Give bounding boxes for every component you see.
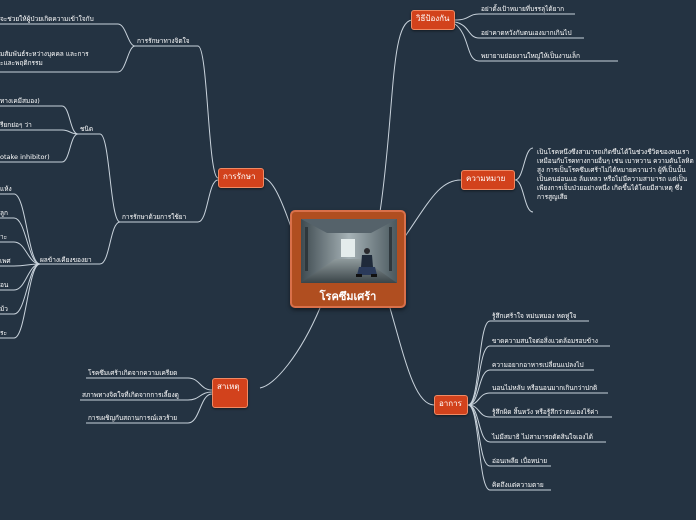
topic-treatment-label: การรักษา <box>223 172 256 181</box>
link-treatment <box>263 177 293 231</box>
side-effect-item[interactable]: ม้ว <box>0 305 8 313</box>
topic-causes[interactable]: สาเหตุ <box>212 378 248 408</box>
symptom-item[interactable]: นอนไม่หลับ หรือนอนมากเกินกว่าปกติ <box>492 384 598 392</box>
side-effect-item[interactable]: าะ <box>0 233 8 241</box>
topic-symptoms[interactable]: อาการ <box>434 395 468 415</box>
prevention-item[interactable]: อย่าคาดหวังกับตนเองมากเกินไป <box>481 29 572 37</box>
symptom-item[interactable]: รู้สึกเศร้าใจ หม่นหมอง หดหู่ใจ <box>492 312 577 320</box>
central-image <box>301 219 397 283</box>
topic-meaning[interactable]: ความหมาย <box>461 170 515 190</box>
symptom-item[interactable]: คิดถึงแต่ความตาย <box>492 481 544 489</box>
drug-type-item[interactable]: ทางเคมีสมอง) <box>0 97 40 105</box>
treatment-psych[interactable]: การรักษาทางจิตใจ <box>137 37 190 45</box>
side-effect-item[interactable]: เพศ <box>0 257 11 265</box>
drug-types[interactable]: ชนิด <box>80 125 94 133</box>
link-meaning <box>403 179 462 239</box>
topic-symptoms-label: อาการ <box>439 399 462 408</box>
symptom-item[interactable]: รู้สึกผิด สิ้นหวัง หรือรู้สึกว่าตนเองไร้… <box>492 408 599 416</box>
drug-side-effects[interactable]: ผลข้างเคียงของยา <box>40 256 92 264</box>
topic-causes-label: สาเหตุ <box>217 382 240 391</box>
drug-type-item[interactable]: otake inhibitor) <box>0 153 50 161</box>
meaning-line: การสูญเสีย <box>537 193 568 201</box>
cause-item[interactable]: การเผชิญกับสถานการณ์เลวร้าย <box>88 414 178 422</box>
symptom-item[interactable]: ไม่มีสมาธิ ไม่สามารถตัดสินใจเองได้ <box>492 433 593 441</box>
symptom-item[interactable]: ขาดความสนใจต่อสิ่งแวดล้อมรอบข้าง <box>492 337 598 345</box>
meaning-line: เหมือนกับโรคทางกายอื่นๆ เช่น เบาหวาน ควา… <box>537 157 694 165</box>
link-prevention <box>379 19 413 213</box>
cause-item[interactable]: สภาพทางจิตใจที่เกิดจากการเลี้ยงดู <box>82 391 179 399</box>
prevention-item[interactable]: พยายามย่อยงานใหญ่ให้เป็นงานเล็ก <box>481 52 580 60</box>
meaning-line: เป็นโรคหนึ่งซึ่งสามารถเกิดขึ้นได้ในช่วงช… <box>537 148 690 156</box>
central-title: โรคซึมเศร้า <box>319 290 377 303</box>
treatment-drug[interactable]: การรักษาด้วยการใช้ยา <box>122 213 187 221</box>
link-causes <box>259 307 321 389</box>
psych-item[interactable]: มสัมพันธ์ระหว่างบุคคล และการ ะและพฤติกรร… <box>0 50 89 68</box>
symptom-item[interactable]: อ่อนเพลีย เบื่อหน่าย <box>492 457 548 465</box>
side-effect-item[interactable]: แห้ง <box>0 185 12 193</box>
topic-meaning-label: ความหมาย <box>466 174 506 183</box>
link-symptoms <box>389 307 435 406</box>
meaning-line: เป็นคนอ่อนแอ ล้มเหลว หรือไม่มีความสามารถ… <box>537 175 688 183</box>
cause-item[interactable]: โรคซึมเศร้าเกิดจากความเครียด <box>88 369 178 377</box>
prevention-item[interactable]: อย่าตั้งเป้าหมายที่บรรลุได้ยาก <box>481 5 565 13</box>
psych-item-line: ะและพฤติกรรม <box>0 59 43 67</box>
meaning-line: สูง การเป็นโรคซึมเศร้าไม่ได้หมายความว่า … <box>537 166 686 174</box>
central-topic[interactable]: โรคซึมเศร้า <box>290 210 406 308</box>
psych-item-line: มสัมพันธ์ระหว่างบุคคล และการ <box>0 50 89 58</box>
psych-item[interactable]: จะช่วยให้ผู้ป่วยเกิดความเข้าใจกับ <box>0 15 94 23</box>
side-effect-item[interactable]: ลูก <box>0 209 8 217</box>
topic-prevention[interactable]: วิธีป้องกัน <box>411 10 455 30</box>
topic-prevention-label: วิธีป้องกัน <box>416 14 450 23</box>
meaning-description[interactable]: เป็นโรคหนึ่งซึ่งสามารถเกิดขึ้นได้ในช่วงช… <box>537 148 696 202</box>
meaning-line: เพียงการเจ็บป่วยอย่างหนึ่ง เกิดขึ้นได้โด… <box>537 184 683 192</box>
symptom-item[interactable]: ความอยากอาหารเปลี่ยนแปลงไป <box>492 361 584 369</box>
side-effect-item[interactable]: อน <box>0 281 9 289</box>
drug-type-item[interactable]: รียกย่อๆ ว่า <box>0 121 32 129</box>
topic-treatment[interactable]: การรักษา <box>218 168 264 188</box>
side-effect-item[interactable]: ระ <box>0 329 7 337</box>
